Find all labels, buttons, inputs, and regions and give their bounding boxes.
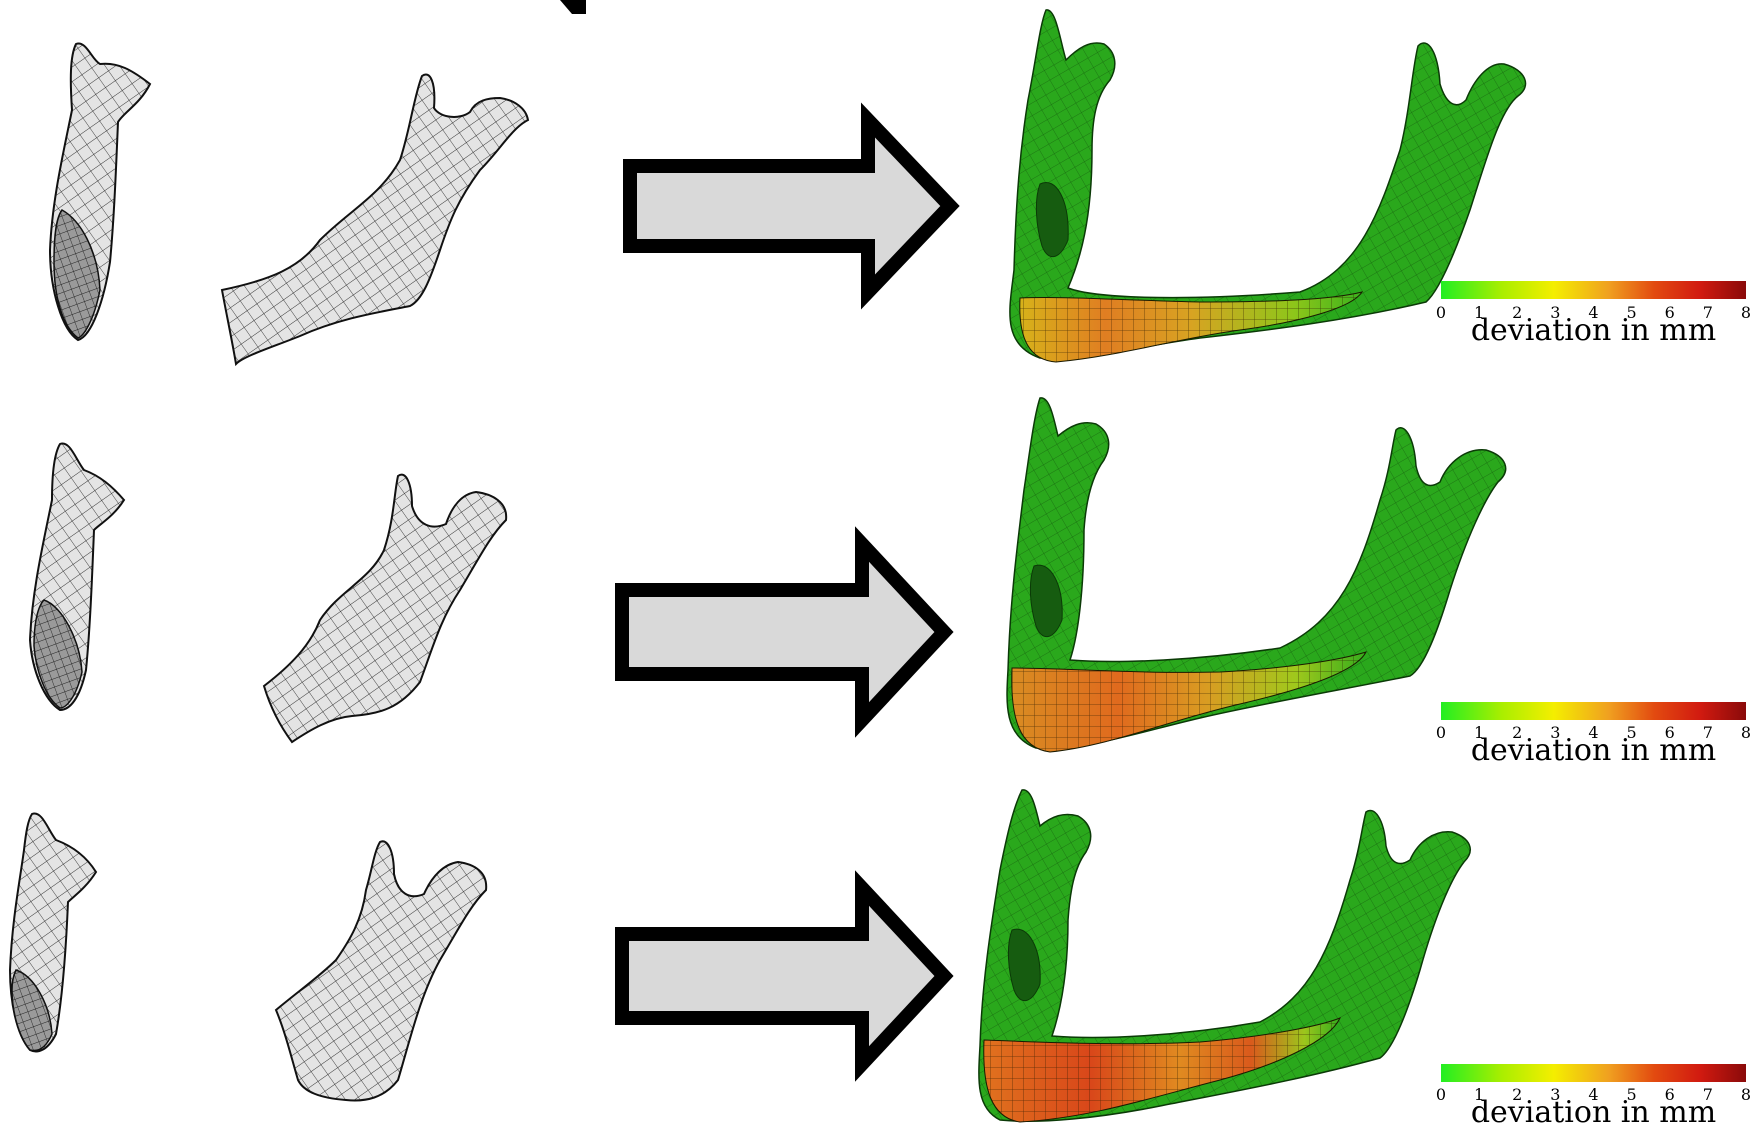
colorbar-gradient (1441, 702, 1746, 720)
colorbar-tick-label: 0 (1436, 303, 1446, 322)
colorbar-caption: deviation in mm (1471, 1095, 1716, 1129)
colorbar-2 (1441, 702, 1746, 720)
fragment-side-view-2 (30, 443, 124, 710)
fragment-front-view-1 (222, 74, 528, 364)
colorbar-gradient (1441, 281, 1746, 299)
colorbar-1 (1441, 281, 1746, 299)
colorbar-tick-label: 8 (1741, 723, 1751, 742)
colorbar-3 (1441, 1064, 1746, 1082)
fragment-side-view-3 (10, 813, 96, 1051)
colorbar-tick-label: 0 (1436, 1085, 1446, 1104)
mandible-reconstruction-2 (1007, 398, 1506, 752)
row-2 (30, 398, 1746, 752)
colorbar-caption: deviation in mm (1471, 313, 1716, 348)
arrow-right-1 (630, 120, 950, 292)
fragment-front-view-3 (276, 841, 486, 1100)
fragment-front-view-2 (264, 475, 506, 742)
mandible-reconstruction-3 (979, 790, 1470, 1122)
arrow-right-3 (622, 888, 944, 1064)
mandible-reconstruction-1 (1010, 10, 1526, 362)
cropped-title-glyph (560, 0, 586, 14)
colorbar-tick-label: 8 (1741, 1085, 1751, 1104)
colorbar-caption: deviation in mm (1471, 733, 1716, 768)
arrow-right-2 (622, 544, 944, 720)
colorbar-gradient (1441, 1064, 1746, 1082)
fragment-side-view-1 (50, 43, 150, 340)
colorbar-tick-label: 8 (1741, 303, 1751, 322)
row-3 (10, 790, 1746, 1122)
colorbar-tick-label: 0 (1436, 723, 1446, 742)
row-1 (50, 10, 1746, 364)
